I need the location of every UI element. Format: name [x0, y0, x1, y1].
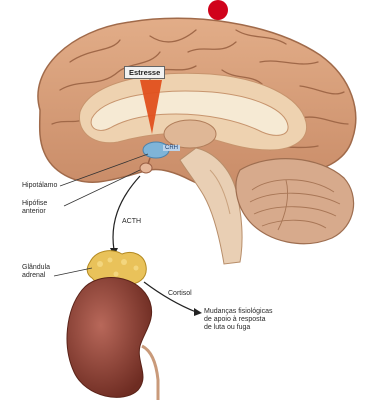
effects-line1: Mudanças fisiológicas: [204, 308, 272, 316]
adrenal-leader: [54, 268, 92, 276]
thalamus: [164, 120, 216, 148]
adrenal-line1: Glândula: [22, 264, 50, 272]
hypothalamus-label: Hipotálamo: [22, 182, 57, 190]
anterior-pituitary-line2: anterior: [22, 208, 47, 216]
ureter: [142, 346, 158, 400]
cortisol-label: Cortisol: [168, 290, 192, 298]
stress-label: Estresse: [124, 66, 165, 79]
adrenal-line2: adrenal: [22, 272, 50, 280]
acth-label: ACTH: [122, 218, 141, 226]
adrenal-gland-label: Glândula adrenal: [22, 264, 50, 280]
anterior-pituitary-label: Hipófise anterior: [22, 200, 47, 216]
effects-label: Mudanças fisiológicas de apoio à respost…: [204, 308, 272, 332]
pituitary-gland: [140, 163, 152, 173]
effects-line2: de apoio à resposta: [204, 316, 272, 324]
acth-arrow: [113, 176, 140, 250]
anterior-pituitary-line1: Hipófise: [22, 200, 47, 208]
cerebellum: [236, 159, 354, 244]
marker-dot: [208, 0, 228, 20]
crh-label: CRH: [163, 145, 180, 151]
kidney: [67, 278, 152, 398]
effects-line3: de luta ou fuga: [204, 324, 272, 332]
